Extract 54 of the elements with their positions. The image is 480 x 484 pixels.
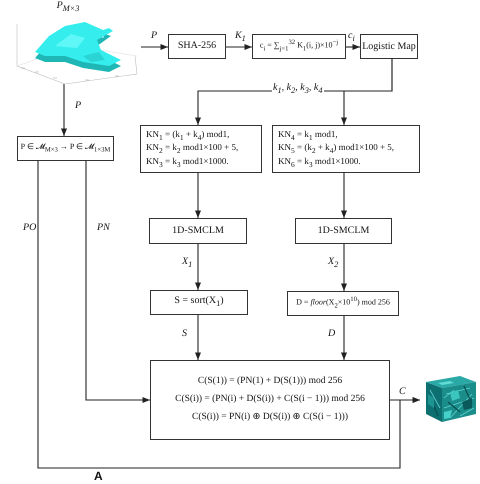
edge-label: PN [96,222,111,233]
arrow [346,44,360,50]
process-box [360,34,418,59]
process-box [295,218,392,244]
formula-text: KN$_{3}$ = k$_{3}$ mod1×1000. [146,156,229,169]
edge-label: c$_{i}$ [347,30,356,44]
formula-text: KN$_{6}$ = k$_{3}$ mod1×1000. [278,156,361,169]
formula-text: Logistic Map [362,41,416,52]
edge-label: X$_{2}$ [327,256,340,270]
edge-label: D [327,328,336,339]
edge-label: k$_{1}$, k$_{2}$, k$_{3}$, k$_{4}$ [272,82,324,96]
formula-text: KN$_{1}$ = (k$_{1}$ + k$_{4}$) mod1, [146,129,230,142]
arrow [141,44,168,50]
process-box [252,34,346,59]
formula-text: c$_{i}$ = ∑$_{j=1}$$^{32}$ K$_{1}$(i, j)×10$^{−j}$ [260,39,338,54]
formula-text: 1D-SMCLM [318,224,370,238]
formula-text: KN$_{5}$ = (k$_{2}$ + k$_{4}$) mod1×100 + 5, [278,142,394,156]
formula-text: KN$_{4}$ = k$_{1}$ mod1, [278,129,338,142]
arrow [226,44,252,50]
arrow [340,173,348,218]
process-box [150,360,390,440]
arrow [85,161,150,404]
process-box [287,291,399,316]
formula-text: P ∈ 𝓜$_{M×3}$ → P ∈ 𝓜$_{1×3M}$ [20,142,110,155]
formula-text: 1D-SMCLM [172,224,224,238]
arrow [340,316,348,360]
process-box [150,290,248,315]
edge-label: P [74,100,82,111]
edge-label: X$_{1}$ [181,256,194,270]
formula-text: S = sort(X$_{1}$) [174,295,224,310]
arrow [340,244,348,291]
arrow [60,84,68,136]
formula-text: C(S(1)) = (PN(1) + D(S(1))) mod 256 [198,376,342,388]
formula-text: C(S(i)) = PN(i) ⊕ D(S(i)) ⊕ C(S(i − 1))) [192,412,348,424]
formula-text: SHA-256 [178,40,216,53]
process-box [168,34,226,59]
formula-text: KN$_{2}$ = k$_{2}$ mod1×100 + 5, [146,142,238,156]
edge-label: K$_{1}$ [234,30,247,44]
arrow [194,315,202,360]
figure-title: P$_{M×3}$ [56,0,80,14]
arrow [194,173,202,218]
arrow [194,244,202,290]
arrow [390,396,420,404]
formula-text: D = floor(X$_{2}$×10$^{10}$) mod 256 [296,296,390,311]
edge-label: P [150,30,158,41]
process-box [149,218,247,244]
edge-label: C [398,386,407,397]
arrow [340,59,393,125]
process-box [140,125,262,173]
edge-label: S [181,328,188,339]
edge-label: PO [22,222,38,233]
process-box [17,136,114,161]
process-box [272,125,420,173]
formula-text: C(S(i)) = (PN(i) + D(S(i)) + C(S(i − 1))) mod 256 [175,394,365,406]
